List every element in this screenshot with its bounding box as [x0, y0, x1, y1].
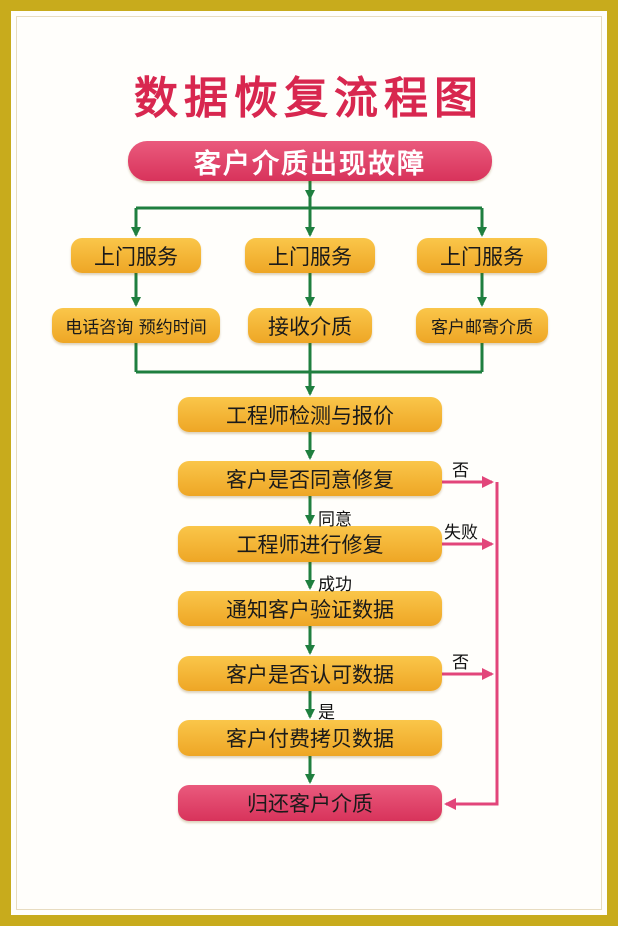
- label-repair-success: 成功: [318, 575, 352, 595]
- node-receive-media: 接收介质: [248, 308, 372, 343]
- node-inspect-quote: 工程师检测与报价: [178, 397, 442, 432]
- node-mail-media: 客户邮寄介质: [416, 308, 548, 343]
- node-service-right: 上门服务: [417, 238, 547, 273]
- connector-return-bus: [444, 482, 499, 810]
- node-agree-repair: 客户是否同意修复: [178, 461, 442, 496]
- label-no-agree: 否: [452, 461, 469, 481]
- node-service-mid: 上门服务: [245, 238, 375, 273]
- node-fault: 客户介质出现故障: [128, 141, 492, 181]
- inner-border: [16, 16, 602, 910]
- node-service-left: 上门服务: [71, 238, 201, 273]
- label-no-approve: 否: [452, 653, 469, 673]
- label-agree: 同意: [318, 510, 352, 530]
- node-repair: 工程师进行修复: [178, 526, 442, 562]
- label-approve-yes: 是: [318, 703, 335, 723]
- node-return-media: 归还客户介质: [178, 785, 442, 821]
- node-pay-copy: 客户付费拷贝数据: [178, 720, 442, 756]
- node-notify-verify: 通知客户验证数据: [178, 591, 442, 626]
- node-approve-data: 客户是否认可数据: [178, 656, 442, 691]
- page-title: 数据恢复流程图: [134, 73, 484, 124]
- label-repair-fail: 失败: [444, 523, 478, 543]
- node-phone-appointment: 电话咨询 预约时间: [52, 308, 220, 343]
